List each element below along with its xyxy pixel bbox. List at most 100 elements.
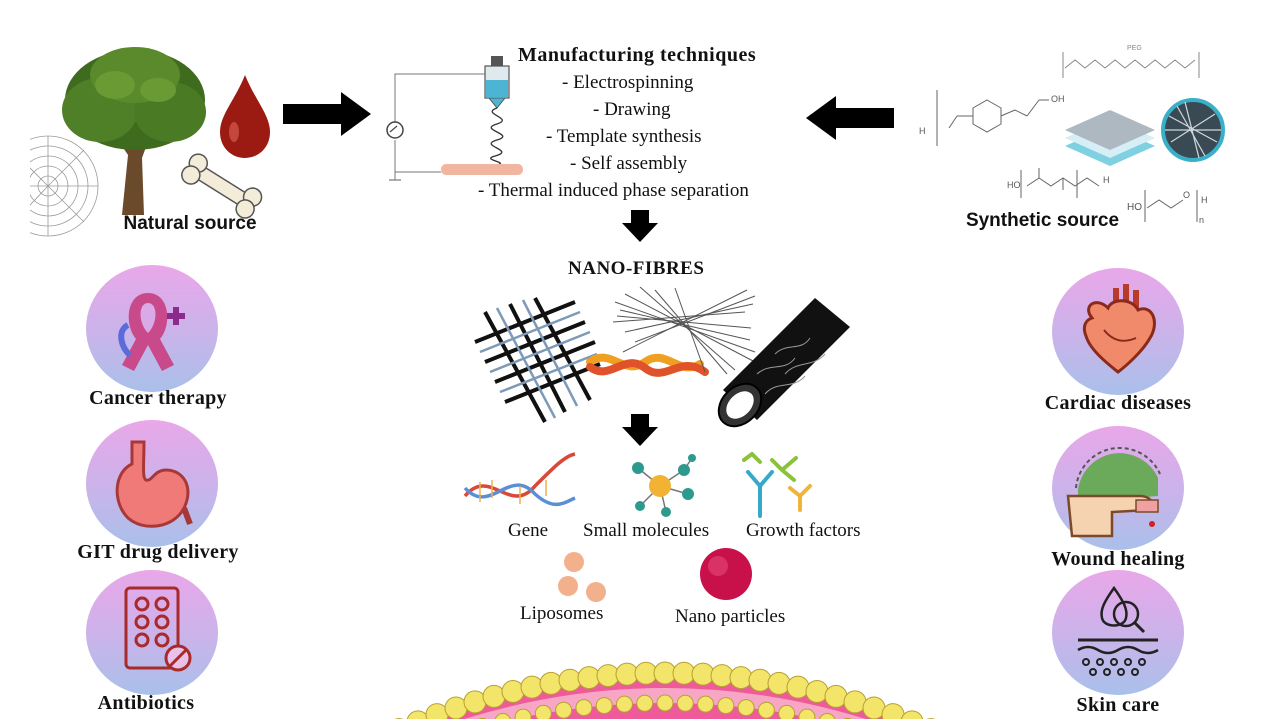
antibiotics-label: Antibiotics [97, 692, 195, 714]
woven-mesh-icon [474, 297, 601, 423]
molecule-icon [632, 454, 696, 517]
h-text: H [919, 126, 926, 136]
lipid-head [539, 671, 563, 695]
nanotube-icon [717, 298, 850, 428]
lipid-head [555, 701, 573, 719]
lipid-head [729, 666, 753, 690]
cargo-growth-factors-label: Growth factors [746, 520, 861, 541]
lipid-head [717, 697, 735, 715]
lipid-head [778, 704, 796, 719]
git-drug-delivery-label: GIT drug delivery [77, 541, 239, 563]
cargo-gene-label: Gene [508, 520, 549, 541]
lipid-head [786, 675, 810, 699]
natural-source-illustration [30, 47, 270, 237]
ho-text-1: HO [1007, 180, 1021, 190]
collector-plate [441, 164, 523, 175]
technique-electrospinning: - Electrospinning [562, 72, 694, 93]
oh-text: OH [1051, 94, 1065, 104]
arrow-right-icon [283, 92, 371, 136]
cancer-therapy-circle [86, 265, 218, 392]
lipid-head [748, 668, 772, 692]
lipid-head [406, 710, 430, 719]
arrow-down-icon [622, 210, 658, 242]
n-text: n [1199, 215, 1204, 225]
pet-structure-icon [936, 90, 1049, 146]
liposome-nanoparticle-illustration [558, 548, 752, 602]
lipid-head [514, 708, 532, 719]
lipid-head [819, 713, 836, 719]
git-drug-delivery-circle [86, 420, 218, 547]
antibiotics-circle [86, 570, 218, 695]
cancer-ribbon-icon [118, 293, 185, 371]
fiber-bundle-icon [612, 286, 756, 375]
lipid-head [575, 699, 593, 717]
bone-icon [181, 153, 263, 219]
h-text-3: H [1201, 195, 1208, 205]
technique-self-assembly: - Self assembly [570, 153, 688, 174]
blood-drop-icon [220, 75, 270, 158]
peg-text: PEG [1127, 45, 1142, 52]
lipid-head [520, 675, 544, 699]
lipid-head [482, 684, 506, 708]
wound-healing-label: Wound healing [1051, 548, 1185, 570]
cardiac-diseases-label: Cardiac diseases [1044, 392, 1192, 414]
tree-icon [62, 47, 206, 215]
nanofibres-title: NANO-FIBRES [568, 258, 705, 279]
o-text: O [1183, 190, 1190, 200]
syringe-icon [484, 56, 510, 109]
polymer-chain-icon [1062, 52, 1200, 78]
bandaged-finger-icon [1066, 446, 1161, 538]
lipid-head [824, 684, 848, 708]
lipid-head-row-inner [478, 694, 852, 719]
natural-source-label: Natural source [123, 213, 257, 234]
cargo-illustration [463, 452, 812, 518]
film-layers-icon [1065, 110, 1155, 166]
manufacturing-title: Manufacturing techniques [518, 44, 757, 66]
synthetic-source-label: Synthetic source [965, 210, 1120, 231]
lipid-head [595, 697, 613, 715]
h-text-2: H [1103, 175, 1110, 185]
lipid-head [636, 694, 654, 712]
lipid-head [558, 668, 582, 692]
lipid-head [737, 699, 755, 717]
lipid-head [615, 695, 633, 713]
liposome-icon [558, 552, 606, 602]
pla-structure-icon [1020, 168, 1100, 198]
lipid-head [656, 694, 674, 712]
lipid-head [463, 690, 487, 714]
cargo-liposomes-label: Liposomes [520, 603, 604, 624]
arrow-left-icon [806, 96, 894, 140]
skin-layers-icon [1077, 585, 1159, 676]
skin-care-circle [1052, 570, 1184, 695]
technique-drawing: - Drawing [593, 99, 671, 120]
lipid-head [676, 694, 694, 712]
spider-web-icon [30, 135, 99, 237]
dna-icon [463, 452, 576, 506]
cancer-therapy-label: Cancer therapy [89, 387, 227, 409]
growth-factor-icon [742, 452, 812, 518]
nanoparticle-icon [700, 548, 752, 600]
synthetic-source-illustration: PEG H OH HO H [919, 45, 1225, 225]
lipid-head [757, 701, 775, 719]
voltage-source-icon [386, 121, 404, 139]
lipid-head-row [394, 661, 936, 719]
fiber-jet [490, 107, 504, 166]
ho-text-2: HO [1127, 202, 1142, 213]
peg-structure-icon [1144, 190, 1198, 222]
cargo-nanoparticles-label: Nano particles [675, 606, 786, 627]
lipid-head [697, 695, 715, 713]
lipid-head [798, 708, 816, 719]
cell-membrane-illustration [394, 661, 936, 719]
arrow-down-icon-2 [622, 414, 658, 446]
skin-care-label: Skin care [1076, 694, 1160, 716]
lipid-head [501, 679, 525, 703]
lipid-head [534, 704, 552, 719]
stomach-icon [115, 440, 193, 528]
electrospinning-setup-illustration [386, 56, 523, 181]
cargo-small-molecules-label: Small molecules [583, 520, 710, 541]
fiber-mesh-icon [1161, 98, 1225, 162]
twisted-fibers-icon [586, 353, 709, 377]
technique-thermal-phase-separation: - Thermal induced phase separation [478, 180, 749, 201]
lipid-head [900, 710, 924, 719]
lipid-head [767, 671, 791, 695]
